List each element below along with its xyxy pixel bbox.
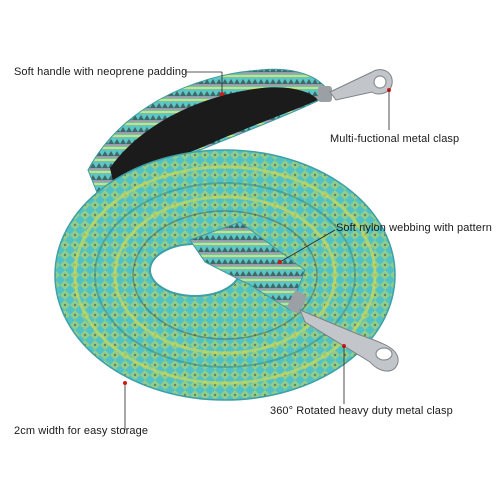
webbing-callout: Soft nylon webbing with pattern — [336, 222, 492, 234]
bottom-clasp-callout: 360° Rotated heavy duty metal clasp — [270, 405, 453, 417]
leader-lines — [124, 71, 390, 430]
bottom-clasp — [299, 309, 399, 372]
coiled-webbing — [54, 149, 396, 401]
top-clasp-callout: Multi-fuctional metal clasp — [330, 133, 460, 145]
marker-dots — [123, 92, 282, 385]
top-clasp — [318, 69, 393, 102]
width-callout: 2cm width for easy storage — [14, 425, 149, 437]
loose-strap — [189, 221, 307, 314]
handle-callout: Soft handle with neoprene padding — [14, 66, 188, 78]
